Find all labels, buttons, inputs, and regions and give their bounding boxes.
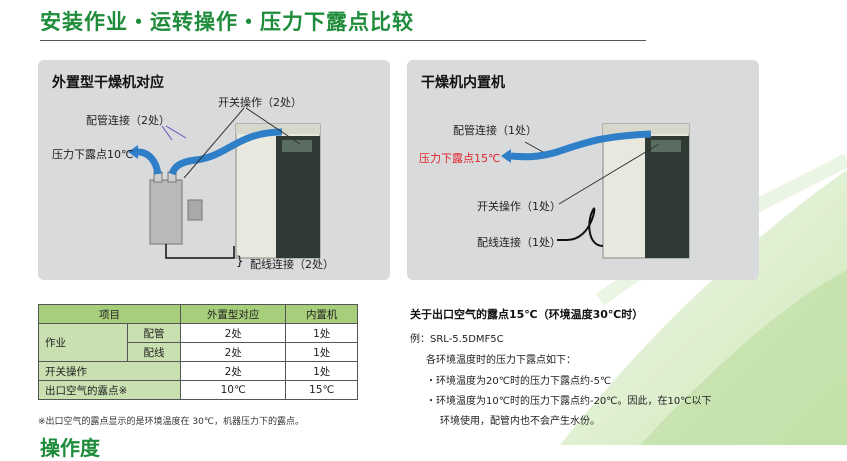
builtin-dryer-panel: 干燥机内置机 配管连接（1处） 压力下露点15℃ 开关操作（1处） 配线连接（1… [407,60,759,280]
table-row: 出口空气的露点※ 10℃ 15℃ [38,380,358,400]
cell-switch-external: 2处 [179,361,287,381]
wiring-cable [165,244,235,259]
label-wiring-2: 配线连接（2处） [250,258,334,271]
col-header-external: 外置型对应 [179,304,287,324]
builtin-control-panel [651,140,681,152]
row-label-work: 作业 [38,323,128,362]
cell-switch-builtin: 1处 [285,361,358,381]
pipe-callout-2 [165,125,187,139]
builtin-switch-callout [558,143,660,205]
builtin-pipe [510,130,652,161]
switch-callout-2 [183,107,245,179]
next-section-heading: 操作度 [40,436,100,460]
builtin-dark-panel [645,136,689,258]
label-dewpoint-15: 压力下露点15℃ [419,152,501,165]
panel-title-external: 外置型干燥机对应 [52,75,164,91]
row-label-dewpoint: 出口空气的露点※ [38,380,181,400]
external-dryer-panel: 外置型干燥机对应 } 开关操作（2处） 配管连接（2处） 压力下露点10℃ 配线… [38,60,390,280]
notes-bullet-1: ・环境温度为20℃时的压力下露点约-5℃ [426,376,612,387]
row-label-switch: 开关操作 [38,361,181,381]
external-dryer-diagram: } [128,107,321,268]
label-wiring-1: 配线连接（1处） [477,236,561,249]
pipe-out [137,148,162,175]
pipe-out-arrow [128,145,138,159]
table-row: 配线 2处 1处 [39,342,358,362]
cell-pipe-builtin: 1处 [285,323,358,343]
cell-wiring-external: 2处 [179,342,287,362]
cell-wiring-builtin: 1处 [285,342,358,362]
cell-dewpoint-builtin: 15℃ [285,380,358,400]
cell-dewpoint-external: 10℃ [179,380,287,400]
notes-example: 例：SRL-5.5DMF5C [410,334,504,345]
page-title: 安装作业・运转操作・压力下露点比较 [40,10,414,34]
switch-callout [245,107,301,145]
dryer-filter [187,199,203,221]
builtin-pipe-callout [524,141,544,153]
builtin-dryer-diagram [501,123,690,259]
label-switch-1: 开关操作（1处） [477,200,561,213]
label-dewpoint-10: 压力下露点10℃ [52,148,134,161]
label-pipe-1: 配管连接（1处） [453,124,537,137]
cell-pipe-external: 2处 [179,323,287,343]
table-row: 开关操作 2处 1处 [38,361,358,381]
table-row: 作业 配管 2处 1处 [38,323,358,362]
external-dryer [149,179,183,245]
comparison-table: 项目 外置型对应 内置机 作业 配管 2处 1处 配线 2处 1处 开关操作 2… [38,304,358,400]
builtin-cabinet-top [603,124,689,134]
table-footnote: ※出口空气的露点显示的是环境温度在 30℃，机器压力下的露点。 [38,417,304,427]
builtin-pipe-arrow [501,149,511,163]
cabinet-dark-panel [276,136,320,258]
notes-bullet-2-cont: 环境使用，配管内也不会产生水份。 [440,416,600,427]
row-label-pipe: 配管 [127,323,181,343]
label-switch-2: 开关操作（2处） [218,96,302,109]
notes-bullet-2: ・环境温度为10℃时的压力下露点约-20℃。因此，在10℃以下 [426,396,712,407]
table-header-row: 项目 外置型对应 内置机 [38,304,358,324]
panel-title-builtin: 干燥机内置机 [421,75,505,91]
title-underline [40,40,646,41]
svg-text:}: } [236,254,244,268]
row-label-wiring: 配线 [127,342,181,362]
control-panel [282,140,312,152]
col-header-builtin: 内置机 [285,304,358,324]
notes-title: 关于出口空气的露点15℃（环境温度30℃时） [410,308,644,321]
pipe-callout [161,125,173,141]
col-header-item: 项目 [38,304,181,324]
notes-intro: 各环境温度时的压力下露点如下： [426,355,576,366]
label-pipe-2: 配管连接（2处） [86,114,170,127]
builtin-wiring [557,207,604,247]
